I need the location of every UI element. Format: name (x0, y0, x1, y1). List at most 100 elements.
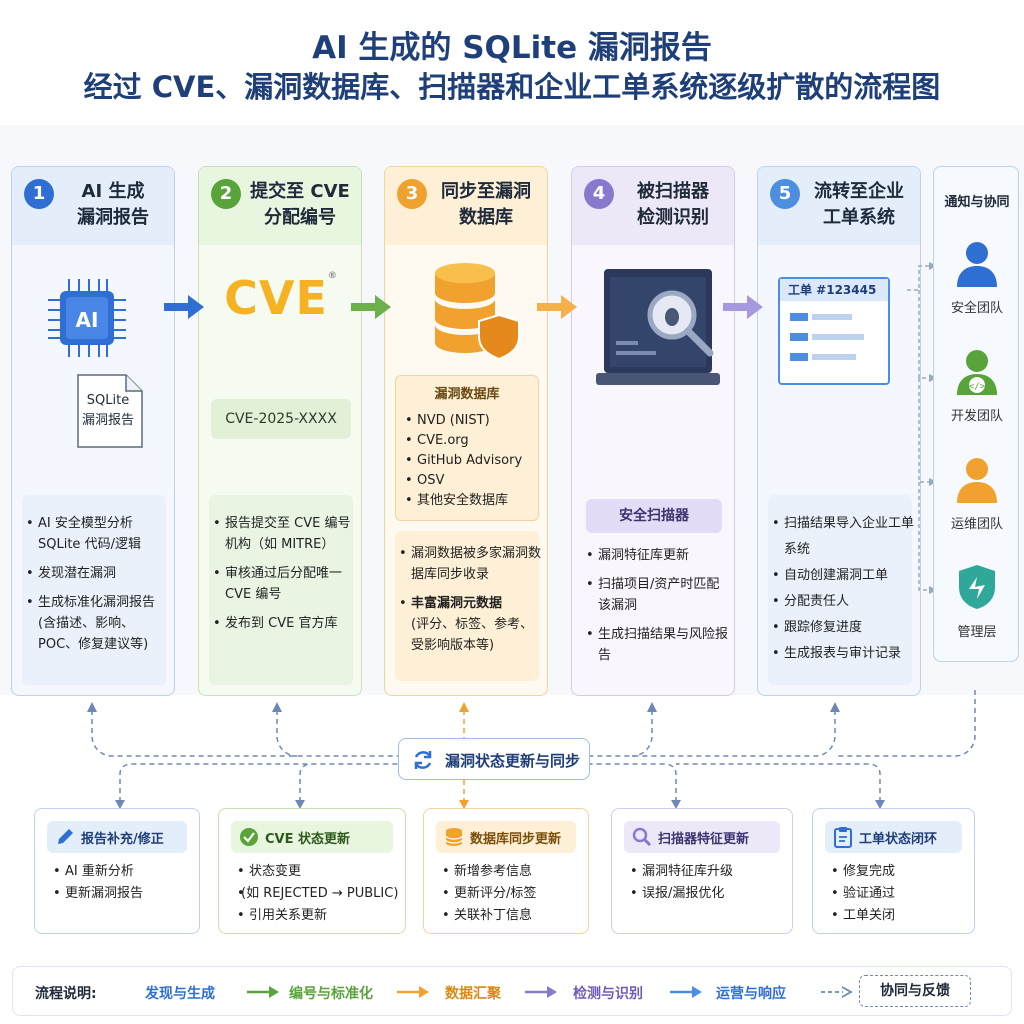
security-team-icon (957, 242, 997, 287)
feedback-card-report: 报告补充/修正 AI 重新分析 更新漏洞报告 (34, 808, 200, 934)
legend-label: 流程说明: (35, 986, 97, 1002)
ticket-window: 工单 #123445 (778, 277, 890, 385)
cve-id-box: CVE-2025-XXXX (211, 399, 351, 439)
stage-5-bullet: 扫描结果导入企业工单系统 (772, 511, 918, 563)
feedback-card-header: 扫描器特征更新 (624, 821, 780, 853)
stage-5-number: 5 (770, 179, 800, 209)
stage-4-bullet: 生成扫描结果与风险报告 (586, 624, 732, 666)
feedback-card-db: 数据库同步更新 新增参考信息 更新评分/标签 关联补丁信息 (423, 808, 589, 934)
db-list: NVD (NIST) CVE.org GitHub Advisory OSV 其… (405, 411, 547, 511)
legend-dashed-arrow (821, 986, 853, 998)
report-file-icon (77, 374, 143, 448)
stage-3-title: 同步至漏洞数据库 (441, 181, 531, 228)
db-list-item: NVD (NIST) (405, 411, 547, 431)
stage-3-bullets: 漏洞数据被多家漏洞数据库同步收录 丰富漏洞元数据(评分、标签、参考、受影响版本等… (399, 543, 545, 664)
feedback-card-header: 报告补充/修正 (47, 821, 187, 853)
legend-arrow (670, 986, 702, 998)
stage-3-header: 3 同步至漏洞数据库 (385, 167, 547, 245)
feedback-card-scanner: 扫描器特征更新 漏洞特征库升级 误报/漏报优化 (611, 808, 793, 934)
stage-5-bullet: 生成报表与审计记录 (772, 641, 918, 667)
legend-item: 发现与生成 (145, 986, 215, 1002)
feedback-item: 更新漏洞报告 (53, 883, 143, 905)
stage-1-header: 1 AI 生成漏洞报告 (12, 167, 174, 245)
dev-team-icon: </> (957, 350, 997, 395)
feedback-item: 更新评分/标签 (442, 883, 536, 905)
feedback-card-list: 状态变更 (如 REJECTED → PUBLIC) 引用关系更新 (237, 861, 398, 927)
team-label: 管理层 (957, 625, 997, 640)
notify-panel-title: 通知与协同 (944, 195, 1010, 210)
check-circle-icon (240, 828, 258, 846)
notify-panel: 通知与协同 安全团队 </> 开发团队 运维团队 管理层 (933, 166, 1019, 662)
feedback-item: 新增参考信息 (442, 861, 536, 883)
stage-4-bullets: 漏洞特征库更新 扫描项目/资产时匹配该漏洞 生成扫描结果与风险报告 (586, 545, 732, 674)
feedback-item: 工单关闭 (831, 905, 895, 927)
laptop-scan-icon (596, 269, 720, 385)
svg-text:</>: </> (969, 382, 986, 392)
stage-4-title: 被扫描器检测识别 (637, 181, 709, 228)
stage-2-bullet: 报告提交至 CVE 编号机构（如 MITRE） (213, 513, 359, 555)
db-list-item: OSV (405, 471, 547, 491)
db-list-item: 其他安全数据库 (405, 491, 547, 511)
feedback-card-header: 数据库同步更新 (436, 821, 576, 853)
stage-5-bullet: 跟踪修复进度 (772, 615, 918, 641)
stage-5-header: 5 流转至企业工单系统 (758, 167, 920, 245)
feedback-card-list: AI 重新分析 更新漏洞报告 (53, 861, 143, 905)
feedback-card-title: 工单状态闭环 (859, 832, 938, 847)
feedback-card-header: 工单状态闭环 (825, 821, 962, 853)
clipboard-icon (834, 827, 852, 848)
flow-arrow-1-2 (164, 295, 204, 319)
sync-label: 漏洞状态更新与同步 (445, 752, 581, 770)
legend-arrow (525, 986, 557, 998)
database-shield-icon (435, 263, 520, 361)
flow-arrow-3-4 (537, 295, 577, 319)
stage-5-bullet: 自动创建漏洞工单 (772, 563, 918, 589)
stage-4-header: 4 被扫描器检测识别 (572, 167, 734, 245)
stage-4-bullet: 漏洞特征库更新 (586, 545, 732, 566)
feedback-card-list: 修复完成 验证通过 工单关闭 (831, 861, 895, 927)
feedback-item: 引用关系更新 (237, 905, 398, 927)
stage-1-title: AI 生成漏洞报告 (77, 181, 149, 228)
db-list-header: 漏洞数据库 (434, 387, 500, 402)
database-icon (445, 828, 463, 846)
feedback-card-title: CVE 状态更新 (265, 832, 351, 847)
diagram-title-line2: 经过 CVE、漏洞数据库、扫描器和企业工单系统逐级扩散的流程图 (83, 70, 941, 104)
status-sync-hub: 漏洞状态更新与同步 (398, 738, 590, 780)
stage-2-number: 2 (211, 179, 241, 209)
stage-3-bullet: 丰富漏洞元数据(评分、标签、参考、受影响版本等) (399, 593, 545, 656)
stage-2-bullet: 发布到 CVE 官方库 (213, 613, 359, 634)
stage-5-title: 流转至企业工单系统 (814, 181, 904, 228)
stage-1-bullet: 发现潜在漏洞 (26, 563, 172, 584)
db-list-item: GitHub Advisory (405, 451, 547, 471)
team-label: 运维团队 (950, 517, 1003, 532)
refresh-icon (414, 751, 432, 769)
diagram-title-line1: AI 生成的 SQLite 漏洞报告 (312, 30, 712, 66)
stage-1-number: 1 (24, 179, 54, 209)
feedback-card-title: 报告补充/修正 (81, 832, 164, 847)
team-label: 开发团队 (950, 409, 1003, 424)
feedback-card-title: 数据库同步更新 (470, 832, 562, 847)
feedback-card-list: 漏洞特征库升级 误报/漏报优化 (630, 861, 733, 905)
feedback-item: 关联补丁信息 (442, 905, 536, 927)
legend-arrow (247, 986, 279, 998)
stage-4-number: 4 (584, 179, 614, 209)
ticket-window-header: 工单 #123445 (780, 279, 888, 301)
stage-3-bullet: 漏洞数据被多家漏洞数据库同步收录 (399, 543, 545, 585)
feedback-item: 修复完成 (831, 861, 895, 883)
pencil-icon (58, 829, 73, 844)
legend-item: 运营与响应 (716, 986, 786, 1002)
stage-3-number: 3 (397, 179, 427, 209)
legend-item: 检测与识别 (573, 986, 643, 1002)
legend-dashed-box: 协同与反馈 (859, 975, 971, 1007)
feedback-item: 验证通过 (831, 883, 895, 905)
stage-4-bullet: 扫描项目/资产时匹配该漏洞 (586, 574, 732, 616)
flow-arrow-2-3 (351, 295, 391, 319)
legend-bar: 流程说明: 发现与生成 编号与标准化 数据汇聚 检测与识别 运营与响应 协同与反… (12, 966, 1012, 1016)
